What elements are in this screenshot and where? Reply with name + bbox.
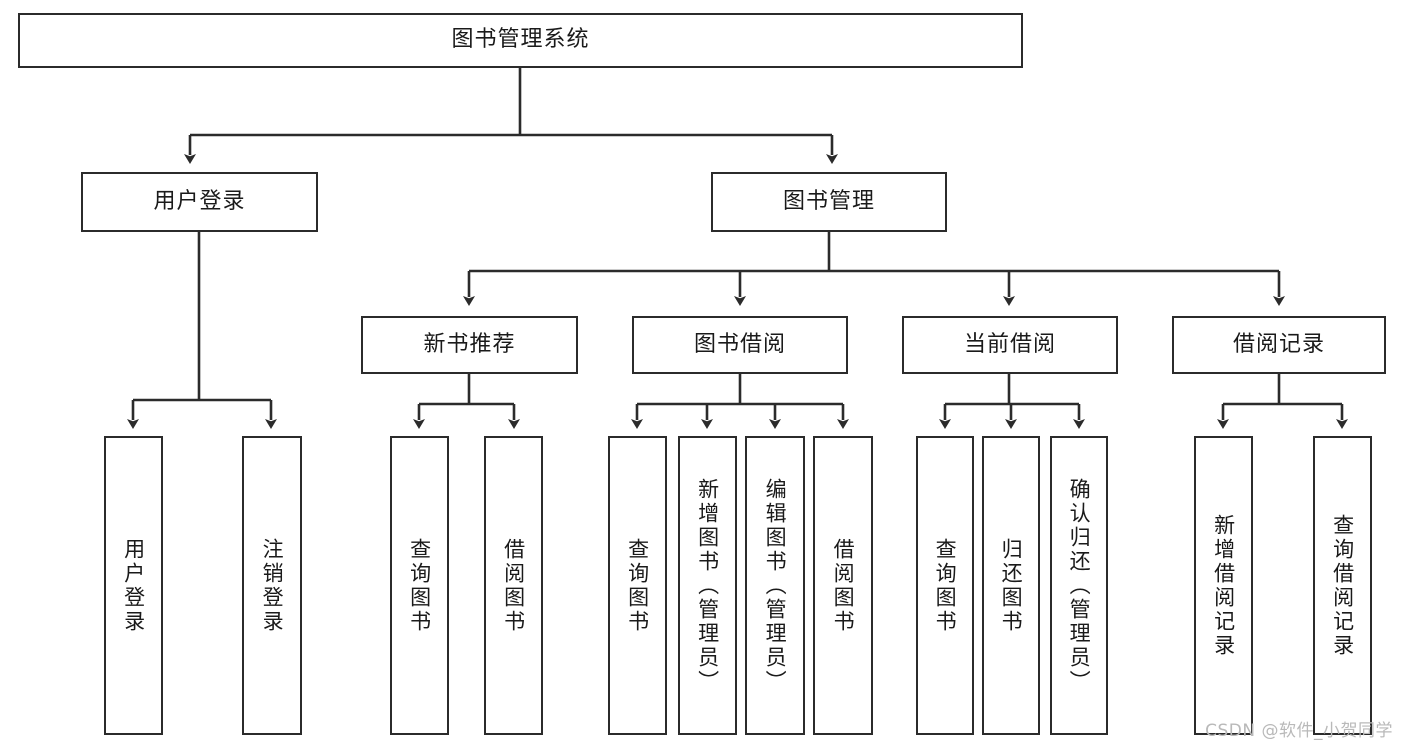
node-leaf-newbook-borrow-book[interactable]: 借阅图书: [484, 436, 543, 735]
node-leaf-record-add[interactable]: 新增借阅记录: [1194, 436, 1253, 735]
node-current-borrow-label: 当前借阅: [963, 331, 1056, 357]
node-root[interactable]: 图书管理系统: [18, 13, 1023, 68]
node-leaf-user-login-label: 用户登录: [121, 537, 146, 634]
node-leaf-current-query-book-label: 查询图书: [933, 537, 958, 634]
node-leaf-borrow-borrow-book[interactable]: 借阅图书: [813, 436, 873, 735]
node-leaf-borrow-edit-book[interactable]: 编辑图书（管理员）: [745, 436, 805, 735]
node-user-login[interactable]: 用户登录: [81, 172, 318, 232]
node-leaf-current-return-book-label: 归还图书: [999, 537, 1024, 634]
node-leaf-user-login[interactable]: 用户登录: [104, 436, 163, 735]
node-new-book-recommend[interactable]: 新书推荐: [361, 316, 578, 374]
node-leaf-current-return-book[interactable]: 归还图书: [982, 436, 1040, 735]
node-root-label: 图书管理系统: [451, 27, 590, 53]
node-leaf-record-add-label: 新增借阅记录: [1211, 513, 1236, 658]
node-leaf-logout-label: 注销登录: [260, 537, 285, 634]
node-book-borrow[interactable]: 图书借阅: [632, 316, 848, 374]
node-leaf-record-query-label: 查询借阅记录: [1330, 513, 1355, 658]
node-user-login-label: 用户登录: [153, 188, 246, 214]
node-current-borrow[interactable]: 当前借阅: [902, 316, 1118, 374]
node-book-manage-label: 图书管理: [782, 188, 875, 214]
node-leaf-record-query[interactable]: 查询借阅记录: [1313, 436, 1372, 735]
node-leaf-newbook-query-book[interactable]: 查询图书: [390, 436, 449, 735]
node-book-manage[interactable]: 图书管理: [711, 172, 947, 232]
node-book-borrow-label: 图书借阅: [693, 331, 786, 357]
node-borrow-record[interactable]: 借阅记录: [1172, 316, 1386, 374]
node-leaf-current-confirm-return-label: 确认归还（管理员）: [1067, 477, 1092, 694]
node-new-book-recommend-label: 新书推荐: [423, 331, 516, 357]
node-leaf-borrow-add-book[interactable]: 新增图书（管理员）: [678, 436, 737, 735]
node-leaf-borrow-query-book-label: 查询图书: [625, 537, 650, 634]
node-leaf-current-confirm-return[interactable]: 确认归还（管理员）: [1050, 436, 1108, 735]
node-borrow-record-label: 借阅记录: [1232, 331, 1325, 357]
node-leaf-borrow-query-book[interactable]: 查询图书: [608, 436, 667, 735]
node-leaf-current-query-book[interactable]: 查询图书: [916, 436, 974, 735]
node-leaf-logout[interactable]: 注销登录: [242, 436, 302, 735]
node-leaf-borrow-borrow-book-label: 借阅图书: [831, 537, 856, 634]
node-leaf-newbook-query-book-label: 查询图书: [407, 537, 432, 634]
node-leaf-borrow-edit-book-label: 编辑图书（管理员）: [763, 477, 788, 694]
node-leaf-newbook-borrow-book-label: 借阅图书: [501, 537, 526, 634]
node-leaf-borrow-add-book-label: 新增图书（管理员）: [695, 477, 720, 694]
